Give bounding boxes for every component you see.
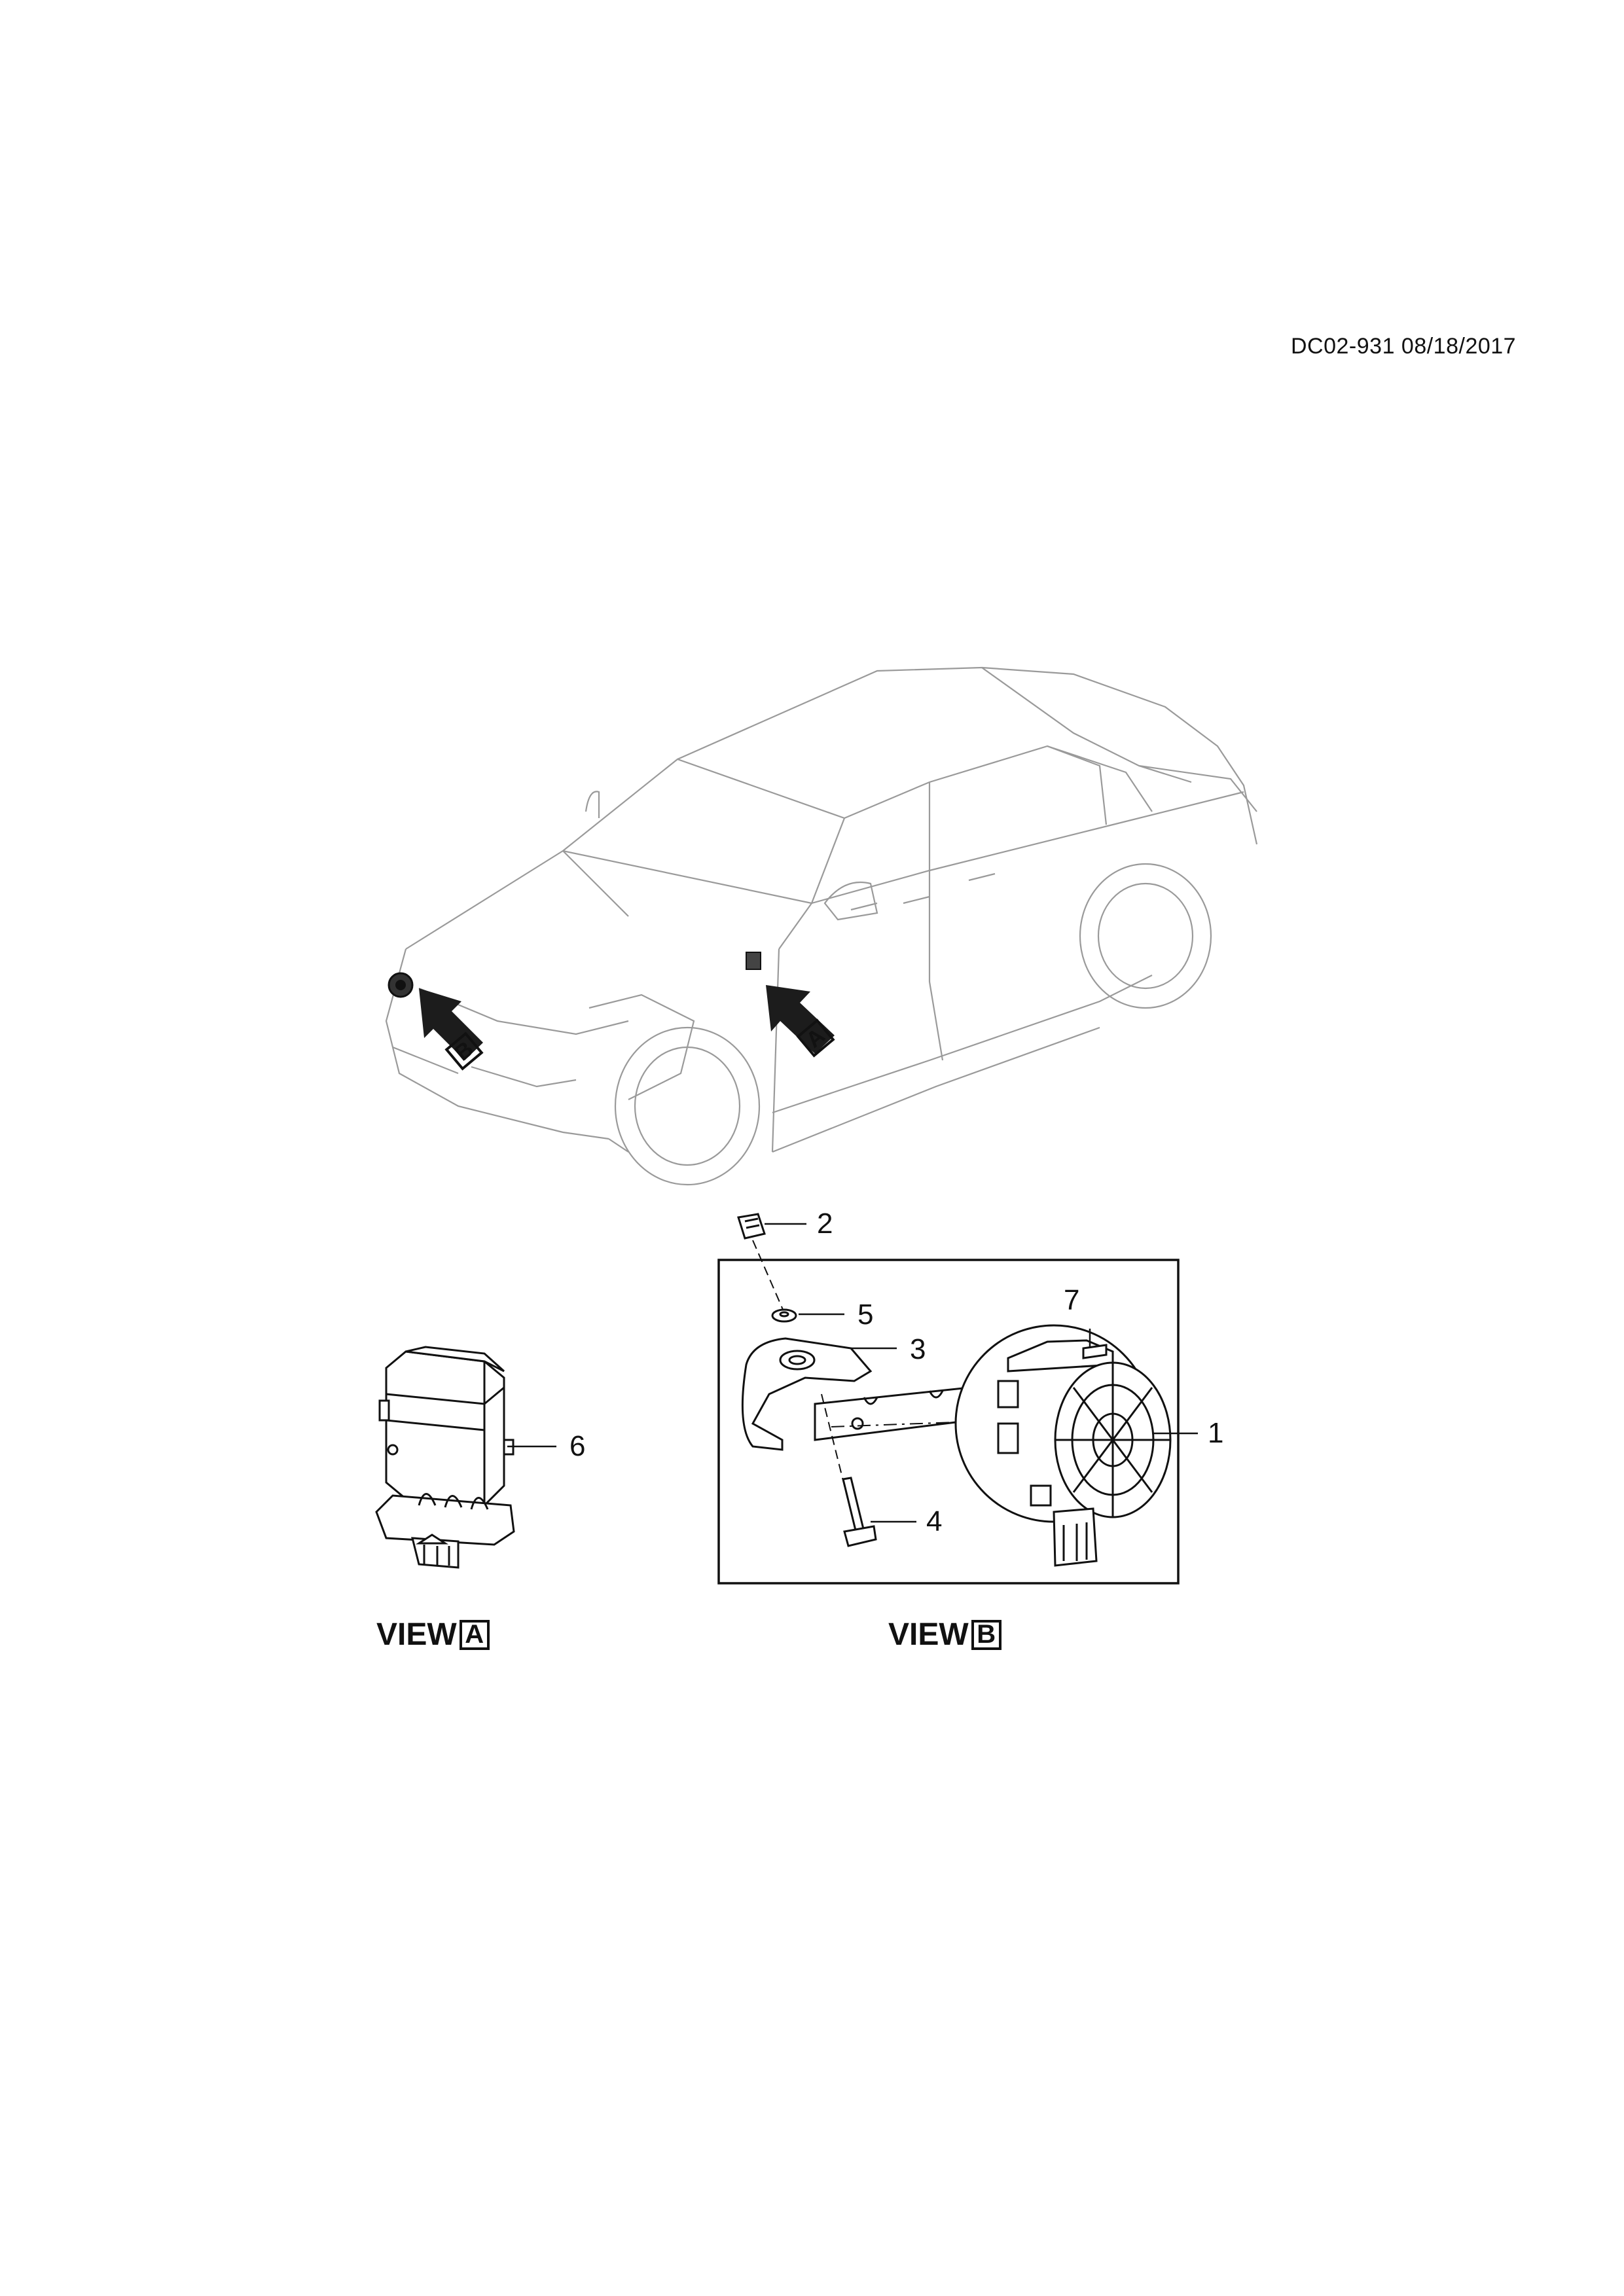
view-a-word: VIEW — [376, 1617, 457, 1652]
arrow-a-icon — [766, 985, 835, 1054]
view-a-label: VIEW A — [376, 1617, 490, 1653]
document-id: DC02-931 08/18/2017 — [1291, 334, 1517, 359]
car-illustration — [385, 666, 1258, 1186]
view-b-letter: B — [971, 1619, 1001, 1650]
view-b-word: VIEW — [888, 1617, 969, 1652]
callout-7: 7 — [1064, 1284, 1080, 1316]
arrow-b-icon — [419, 988, 483, 1060]
callout-1: 1 — [1208, 1417, 1224, 1449]
callout-2: 2 — [817, 1208, 833, 1240]
callout-4: 4 — [926, 1505, 943, 1537]
part-1-siren — [954, 1324, 1172, 1567]
callout-6: 6 — [569, 1430, 586, 1462]
sounder-location-marker — [388, 972, 414, 998]
callout-5: 5 — [857, 1299, 874, 1331]
module-location-marker — [746, 952, 761, 970]
view-a-letter: A — [459, 1619, 490, 1650]
part-4-bolt — [821, 1393, 877, 1547]
callout-3: 3 — [910, 1333, 926, 1365]
part-5-nut — [771, 1308, 797, 1323]
view-b-label: VIEW B — [888, 1617, 1001, 1653]
view-b-frame — [717, 1259, 1180, 1585]
part-6-module — [375, 1346, 515, 1569]
part-2-clip — [737, 1213, 766, 1240]
part-3-bracket — [741, 1337, 983, 1451]
